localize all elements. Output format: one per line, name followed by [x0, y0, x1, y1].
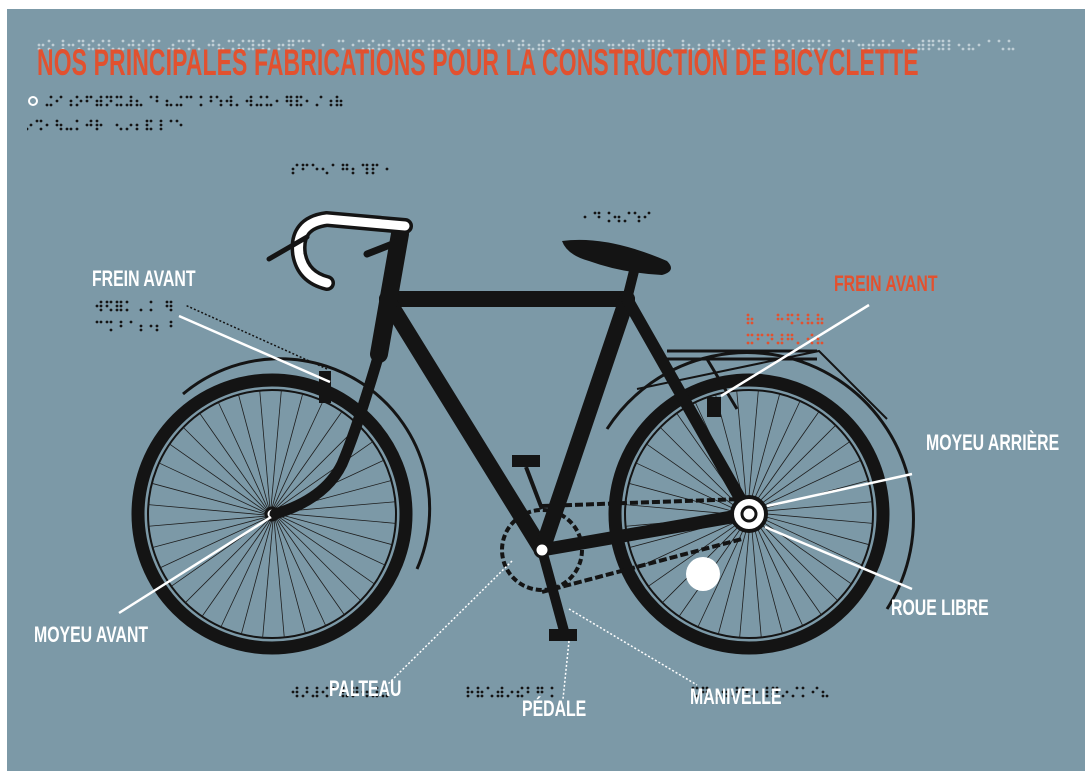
braille-subtitle	[27, 93, 427, 138]
front-brake	[319, 371, 331, 403]
braille-handlebar	[287, 159, 397, 179]
label-roue-libre: ROUE LIBRE	[891, 595, 989, 621]
braille-frein-avant-left	[91, 296, 181, 336]
label-frein-avant-left: FREIN AVANT	[92, 266, 196, 292]
poster: NOS PRINCIPALES FABRICATIONS POUR LA CON…	[7, 9, 1085, 771]
page-title: NOS PRINCIPALES FABRICATIONS POUR LA CON…	[37, 39, 919, 87]
label-moyeu-avant: MOYEU AVANT	[34, 622, 148, 648]
label-frein-avant-right: FREIN AVANT	[834, 271, 938, 297]
braille-frein-avant-right	[742, 309, 832, 349]
pedal-bottom	[549, 629, 577, 641]
derailleur-pulley	[686, 557, 720, 591]
label-manivelle: MANIVELLE	[690, 684, 782, 710]
pedal-top	[512, 455, 540, 467]
label-pedale: PÉDALE	[522, 696, 586, 722]
saddle	[562, 240, 671, 275]
rear-brake	[707, 397, 721, 417]
label-palteau: PALTEAU	[329, 676, 401, 702]
label-moyeu-arriere: MOYEU ARRIÈRE	[926, 430, 1059, 456]
rear-hub	[732, 497, 766, 531]
braille-saddle	[579, 207, 659, 227]
